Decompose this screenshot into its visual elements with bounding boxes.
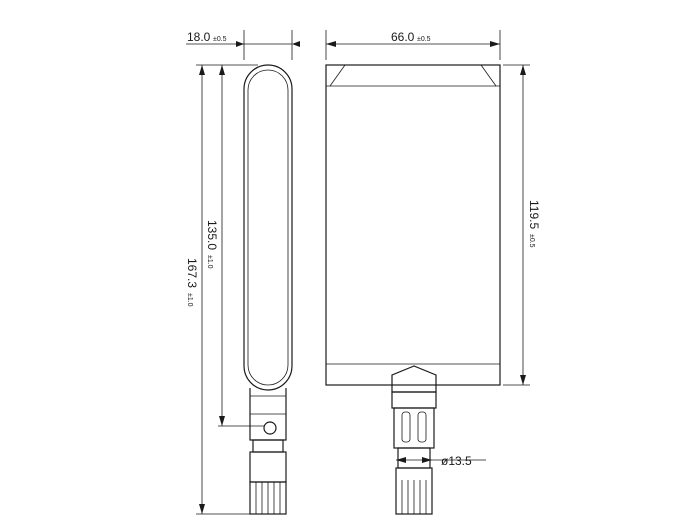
side-view bbox=[243, 64, 293, 515]
dim-blade-length: 135.0 ±1.0 bbox=[205, 65, 264, 427]
front-height-tolerance: ±0.5 bbox=[528, 234, 535, 248]
front-hinge-body bbox=[393, 407, 435, 449]
front-width-value: 66.0 bbox=[391, 30, 415, 44]
dim-front-height: 119.5 ±0.5 bbox=[503, 64, 541, 386]
side-blade-outline bbox=[243, 64, 293, 391]
blade-length-value: 135.0 bbox=[205, 220, 219, 250]
side-blade-inner-outline bbox=[247, 69, 289, 386]
front-view bbox=[325, 64, 501, 515]
front-width-tolerance: ±0.5 bbox=[417, 36, 431, 43]
side-connector-upper bbox=[249, 451, 287, 483]
side-thickness-value: 18.0 bbox=[187, 30, 211, 44]
front-hinge-block bbox=[391, 391, 437, 409]
front-height-value: 119.5 bbox=[527, 200, 541, 229]
side-thickness-tolerance: ±0.5 bbox=[213, 36, 227, 43]
hinge-knuckle bbox=[417, 411, 427, 443]
connector-diameter-value: ø13.5 bbox=[441, 454, 472, 468]
front-blade-outline bbox=[325, 64, 501, 386]
side-collar bbox=[252, 439, 284, 453]
dim-total-length: 167.3 ±1.0 bbox=[185, 64, 258, 515]
front-hinge-cap bbox=[391, 365, 437, 393]
total-length-tolerance: ±1.0 bbox=[186, 293, 193, 307]
side-knurl-lines bbox=[255, 482, 281, 514]
dim-connector-diameter: ø13.5 bbox=[396, 454, 486, 468]
front-knurl-lines bbox=[401, 480, 427, 514]
blade-length-tolerance: ±1.0 bbox=[206, 255, 213, 269]
hinge-knuckle bbox=[401, 411, 411, 443]
hinge-pivot bbox=[263, 421, 277, 435]
dim-side-thickness: 18.0 ±0.5 bbox=[186, 30, 300, 60]
dim-front-width: 66.0 ±0.5 bbox=[325, 30, 501, 60]
total-length-value: 167.3 bbox=[185, 258, 199, 288]
